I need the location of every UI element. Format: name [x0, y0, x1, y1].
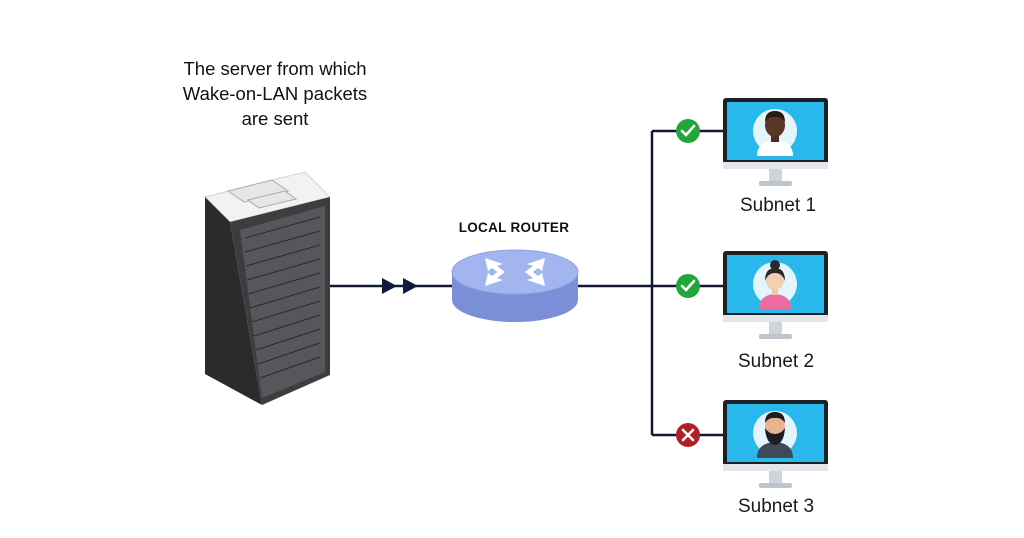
- bearded-man-icon: [757, 412, 793, 458]
- packet-arrows-icon: [382, 278, 418, 294]
- man-icon: [757, 111, 793, 156]
- subnet-1-label: Subnet 1: [739, 195, 817, 216]
- server-caption: The server from which Wake-on-LAN packet…: [150, 56, 400, 131]
- server-caption-line-1: The server from which: [183, 58, 367, 79]
- subnet-1-monitor-icon: [723, 98, 828, 186]
- subnet-3-label: Subnet 3: [737, 496, 815, 517]
- subnet-2-monitor-icon: [723, 251, 828, 339]
- subnet-1-status-check-icon: [676, 119, 700, 143]
- woman-icon: [759, 260, 791, 309]
- router-icon: [451, 249, 579, 322]
- subnet-3-monitor-icon: [723, 400, 828, 488]
- server-caption-line-3: are sent: [241, 108, 309, 129]
- router-label: LOCAL ROUTER: [458, 220, 570, 235]
- subnet-2-label: Subnet 2: [737, 351, 815, 372]
- subnet-3-status-cross-icon: [676, 423, 700, 447]
- server-rack-icon: [204, 171, 331, 405]
- subnet-2-status-check-icon: [676, 274, 700, 298]
- server-caption-line-2: Wake-on-LAN packets: [182, 83, 368, 104]
